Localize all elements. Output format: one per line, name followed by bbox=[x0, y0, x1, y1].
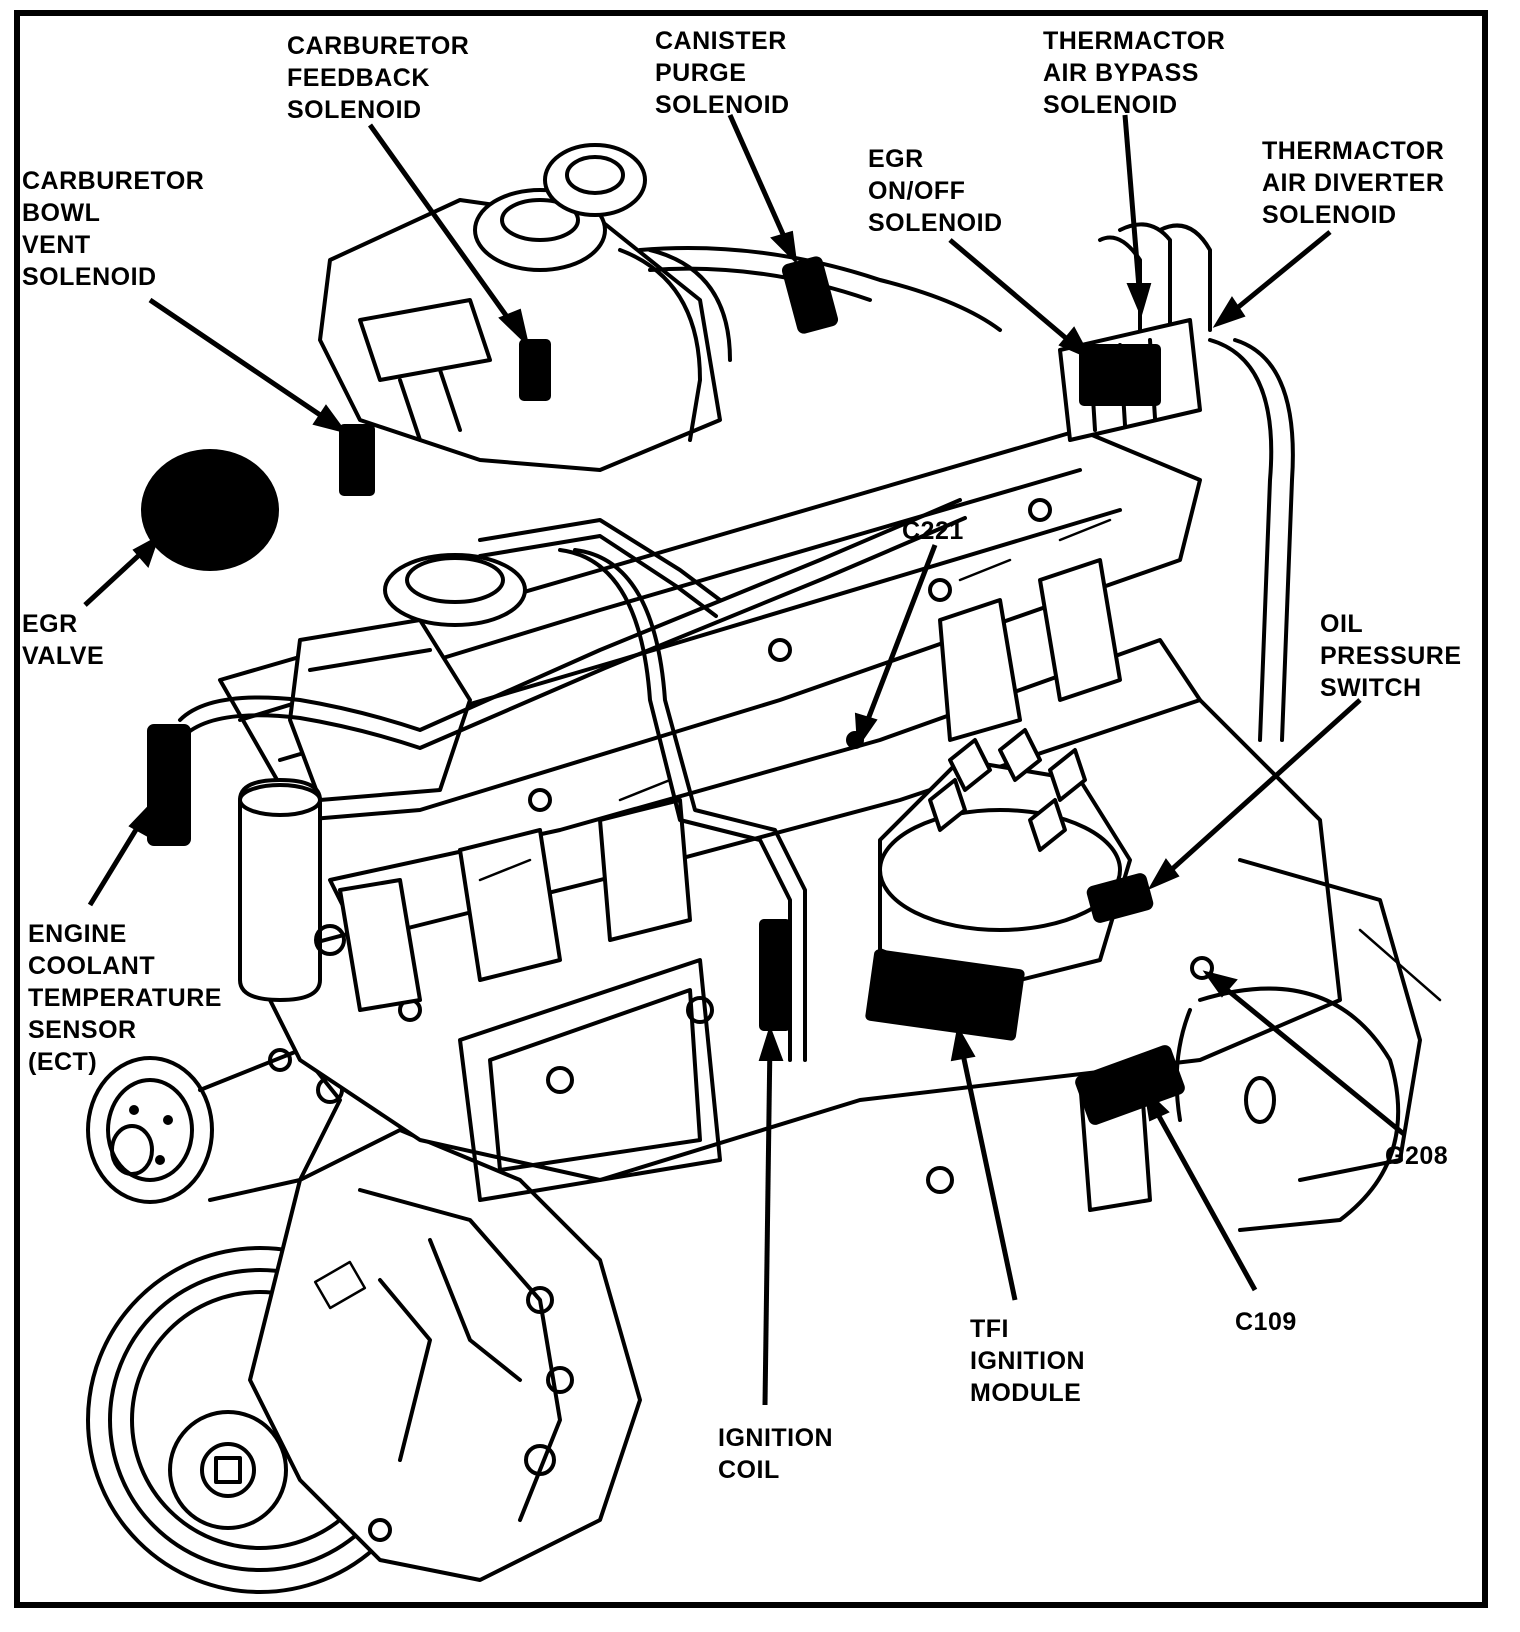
label-egr-on-off-solenoid: EGR ON/OFF SOLENOID bbox=[868, 143, 1003, 239]
timing-cover bbox=[248, 1128, 642, 1582]
label-oil-pressure-switch: OIL PRESSURE SWITCH bbox=[1320, 608, 1462, 704]
distributor bbox=[878, 728, 1132, 992]
label-line: G208 bbox=[1385, 1142, 1449, 1170]
label-ignition-coil: IGNITION COIL bbox=[718, 1422, 833, 1486]
label-line: C221 bbox=[902, 517, 964, 545]
label-line: THERMACTOR bbox=[1043, 27, 1226, 55]
label-line: VALVE bbox=[22, 642, 105, 670]
label-line: SOLENOID bbox=[287, 96, 422, 124]
label-line: SOLENOID bbox=[1043, 91, 1178, 119]
label-g208: G208 bbox=[1385, 1140, 1448, 1172]
label-line: AIR BYPASS bbox=[1043, 59, 1199, 87]
flywheel bbox=[1174, 986, 1401, 1232]
label-line: SOLENOID bbox=[22, 263, 157, 291]
label-line: TFI bbox=[970, 1315, 1009, 1343]
thermostat-housing bbox=[238, 778, 346, 1002]
label-line: SWITCH bbox=[1320, 674, 1422, 702]
wiring-harness bbox=[178, 498, 967, 1062]
water-pump-pulley bbox=[86, 1048, 344, 1204]
label-line: OIL bbox=[1320, 610, 1364, 638]
label-line: TEMPERATURE bbox=[28, 984, 222, 1012]
label-line: SOLENOID bbox=[868, 209, 1003, 237]
label-line: CANISTER bbox=[655, 27, 787, 55]
label-line: ENGINE bbox=[28, 920, 127, 948]
label-carburetor-feedback-solenoid: CARBURETOR FEEDBACK SOLENOID bbox=[287, 30, 469, 126]
label-line: COOLANT bbox=[28, 952, 156, 980]
label-line: MODULE bbox=[970, 1379, 1082, 1407]
label-canister-purge-solenoid: CANISTER PURGE SOLENOID bbox=[655, 25, 790, 121]
label-thermactor-air-bypass-solenoid: THERMACTOR AIR BYPASS SOLENOID bbox=[1043, 25, 1225, 121]
label-line: PRESSURE bbox=[1320, 642, 1462, 670]
leader-arrows bbox=[83, 113, 1407, 1406]
label-line: BOWL bbox=[22, 199, 101, 227]
label-c221: C221 bbox=[902, 515, 964, 547]
label-line: IGNITION bbox=[718, 1424, 834, 1452]
label-line: AIR DIVERTER bbox=[1262, 169, 1445, 197]
label-line: VENT bbox=[22, 231, 91, 259]
label-line: PURGE bbox=[655, 59, 747, 87]
label-line: EGR bbox=[22, 610, 78, 638]
label-egr-valve: EGR VALVE bbox=[22, 608, 104, 672]
label-line: (ECT) bbox=[28, 1048, 98, 1076]
label-line: CARBURETOR bbox=[287, 32, 470, 60]
label-tfi-ignition-module: TFI IGNITION MODULE bbox=[970, 1313, 1085, 1409]
label-line: THERMACTOR bbox=[1262, 137, 1445, 165]
label-line: COIL bbox=[718, 1456, 780, 1484]
label-line: CARBURETOR bbox=[22, 167, 205, 195]
label-line: IGNITION bbox=[970, 1347, 1086, 1375]
label-line: SENSOR bbox=[28, 1016, 137, 1044]
label-line: SOLENOID bbox=[1262, 201, 1397, 229]
label-line: EGR bbox=[868, 145, 924, 173]
label-thermactor-air-diverter-solenoid: THERMACTOR AIR DIVERTER SOLENOID bbox=[1262, 135, 1444, 231]
label-line: C109 bbox=[1235, 1308, 1297, 1336]
label-c109: C109 bbox=[1235, 1306, 1297, 1338]
label-line: FEEDBACK bbox=[287, 64, 430, 92]
exhaust-manifold bbox=[328, 518, 1202, 1012]
label-carburetor-bowl-vent-solenoid: CARBURETOR BOWL VENT SOLENOID bbox=[22, 165, 204, 293]
label-line: SOLENOID bbox=[655, 91, 790, 119]
component-highlights bbox=[141, 256, 1214, 1125]
carburetor-assembly bbox=[318, 143, 732, 472]
label-engine-coolant-temperature-sensor: ENGINE COOLANT TEMPERATURE SENSOR (ECT) bbox=[28, 918, 222, 1078]
label-line: ON/OFF bbox=[868, 177, 966, 205]
